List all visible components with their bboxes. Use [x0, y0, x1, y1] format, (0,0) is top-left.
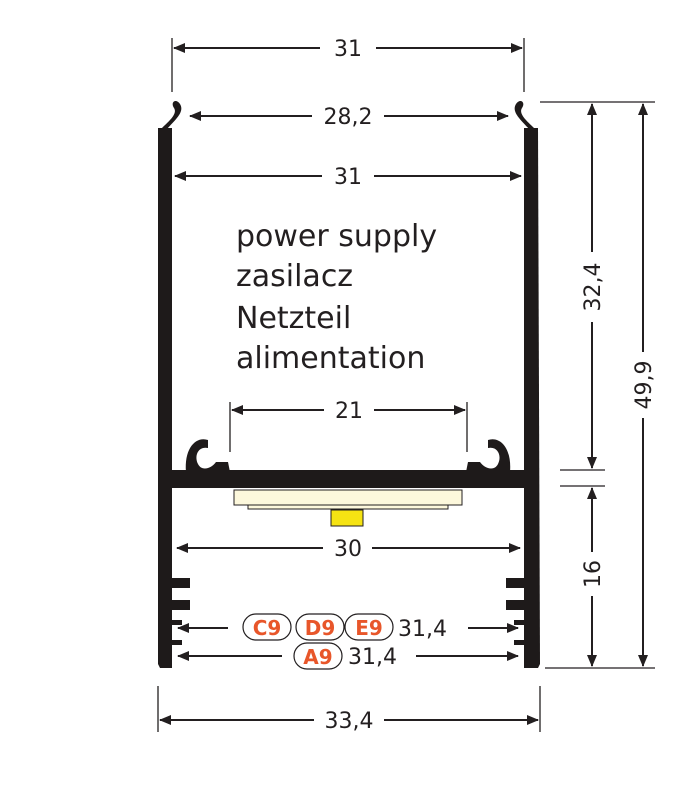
dim-inner-width-top: 31	[174, 165, 522, 190]
svg-text:31: 31	[334, 37, 362, 62]
svg-text:49,9: 49,9	[632, 361, 657, 410]
cooling-fins	[172, 578, 524, 645]
led-chip	[330, 509, 364, 527]
left-wall	[158, 128, 172, 668]
svg-text:30: 30	[334, 537, 362, 562]
led-strip-base	[247, 504, 449, 510]
extension-lines	[157, 38, 655, 732]
svg-text:31: 31	[334, 165, 362, 190]
svg-text:E9: E9	[355, 616, 383, 640]
svg-text:D9: D9	[305, 616, 336, 640]
left-top-hook	[162, 101, 182, 130]
svg-text:32,4: 32,4	[581, 263, 606, 312]
dim-total-height: 49,9	[632, 103, 657, 667]
svg-text:zasilacz: zasilacz	[236, 259, 353, 294]
dim-lower-height: 16	[581, 487, 606, 667]
svg-text:21: 21	[335, 399, 363, 424]
svg-text:Netzteil: Netzteil	[236, 301, 351, 336]
svg-text:33,4: 33,4	[325, 709, 374, 734]
svg-text:A9: A9	[303, 645, 332, 669]
dim-groove-c9-d9-e9: C9 D9 E9 31,4	[177, 613, 519, 642]
svg-text:31,4: 31,4	[348, 645, 397, 670]
dim-top-width: 31	[173, 37, 523, 62]
right-led-clip	[466, 439, 511, 472]
svg-text:31,4: 31,4	[398, 617, 447, 642]
aluminium-profile	[158, 101, 540, 668]
dim-groove-a9: A9 31,4	[177, 642, 519, 670]
dim-inner-width-bottom: 30	[176, 537, 521, 562]
dim-opening: 28,2	[189, 105, 509, 130]
led-strip	[233, 489, 463, 506]
svg-text:16: 16	[581, 560, 606, 588]
dim-upper-height: 32,4	[581, 103, 606, 469]
left-led-clip	[185, 439, 230, 472]
right-wall	[524, 128, 540, 668]
crossbar	[172, 470, 524, 488]
dim-led-width: 21	[231, 399, 466, 424]
svg-text:28,2: 28,2	[324, 105, 373, 130]
power-supply-labels: power supply zasilacz Netzteil alimentat…	[236, 219, 437, 376]
svg-text:power supply: power supply	[236, 219, 437, 254]
svg-text:alimentation: alimentation	[236, 341, 425, 376]
svg-text:C9: C9	[253, 616, 282, 640]
right-top-hook	[514, 101, 534, 130]
dim-outer-width: 33,4	[159, 709, 539, 734]
